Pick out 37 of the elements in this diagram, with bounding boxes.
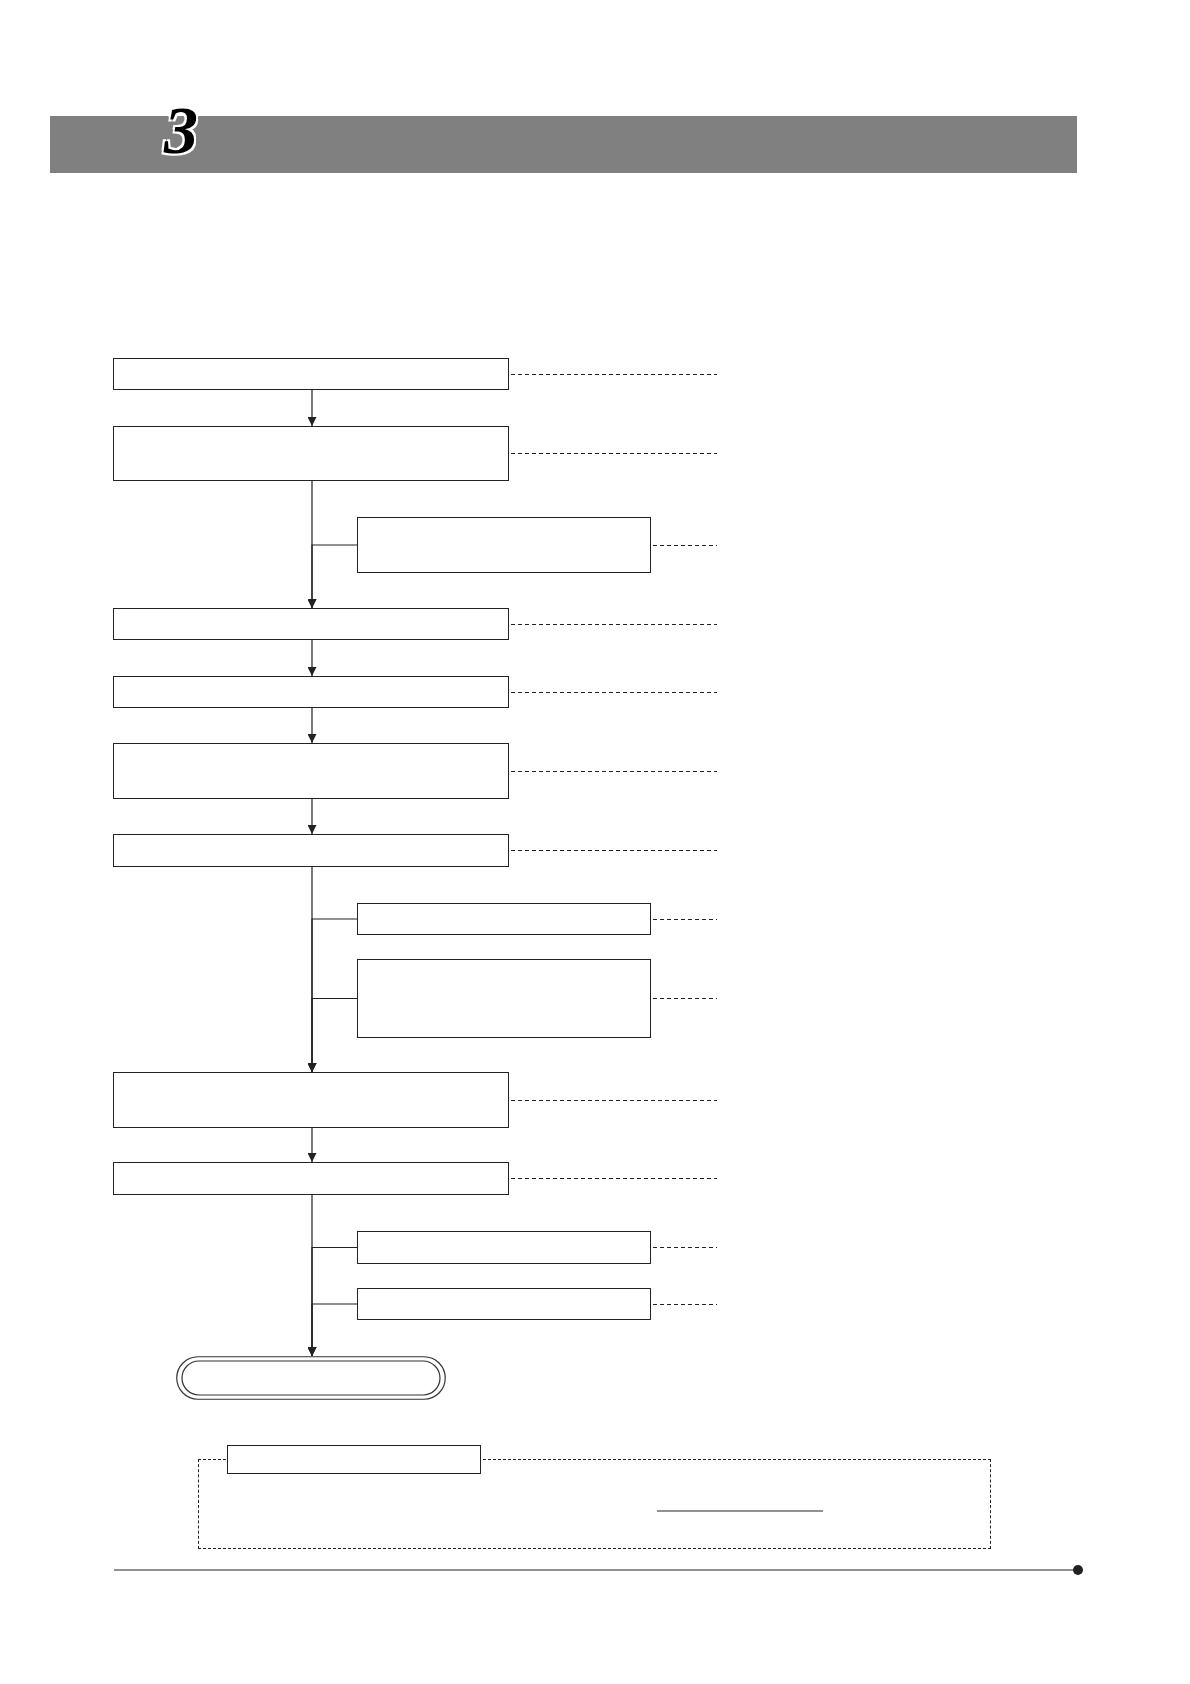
- process-box: [113, 608, 509, 640]
- leader-line: [652, 918, 718, 921]
- arrow: [307, 544, 358, 609]
- process-box: [113, 743, 509, 799]
- process-box: [113, 1072, 509, 1128]
- process-box: [113, 834, 509, 867]
- leader-line: [510, 373, 718, 376]
- leader-line: [510, 623, 718, 626]
- arrow: [307, 997, 358, 1073]
- leader-line: [652, 1246, 718, 1249]
- arrow: [307, 1303, 358, 1357]
- process-box: [113, 358, 509, 390]
- leader-line: [510, 691, 718, 694]
- process-box: [357, 517, 651, 573]
- leader-line: [510, 1099, 718, 1102]
- process-box: [227, 1445, 481, 1474]
- arrow: [307, 798, 317, 835]
- process-box: [113, 1162, 509, 1195]
- process-box: [113, 676, 509, 708]
- arrow: [307, 707, 317, 744]
- process-box: [357, 1231, 651, 1264]
- leader-line: [510, 849, 718, 852]
- leader-line: [652, 1303, 718, 1306]
- process-box: [357, 959, 651, 1038]
- leader-line: [510, 770, 718, 773]
- arrow: [307, 389, 317, 427]
- leader-line: [652, 997, 718, 1000]
- process-box: [113, 426, 509, 481]
- leader-line: [510, 1177, 718, 1180]
- arrow: [307, 639, 317, 677]
- process-box: [357, 903, 651, 935]
- leader-line: [510, 452, 718, 455]
- leader-line: [652, 544, 718, 547]
- terminal-capsule: [176, 1356, 446, 1400]
- chapter-number: 3: [164, 96, 198, 164]
- arrow: [307, 1127, 317, 1163]
- process-box: [357, 1288, 651, 1320]
